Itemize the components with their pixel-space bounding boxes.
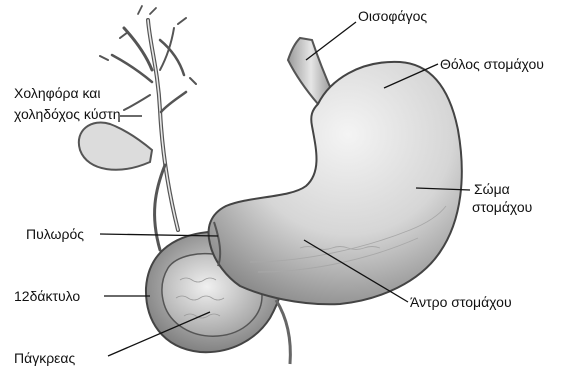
- stomach-organ: [209, 62, 462, 304]
- label-pylorus: Πυλωρός: [26, 226, 84, 243]
- ligament-strand: [276, 300, 290, 364]
- label-antrum: Άντρο στομάχου: [410, 294, 512, 311]
- label-body-line1: Σώμα: [474, 181, 510, 198]
- gallbladder: [79, 122, 152, 169]
- label-bile-ducts-line2: χοληδόχος κύστη: [14, 106, 121, 123]
- label-fundus: Θόλος στομάχου: [440, 56, 544, 73]
- label-pancreas: Πάγκρεας: [14, 350, 75, 367]
- label-esophagus: Οισοφάγος: [358, 8, 427, 25]
- label-bile-ducts-line1: Χοληφόρα και: [14, 85, 101, 102]
- label-body-line2: στομάχου: [472, 199, 532, 216]
- leader-esophagus: [306, 22, 356, 60]
- label-duodenum: 12δάκτυλο: [14, 288, 80, 305]
